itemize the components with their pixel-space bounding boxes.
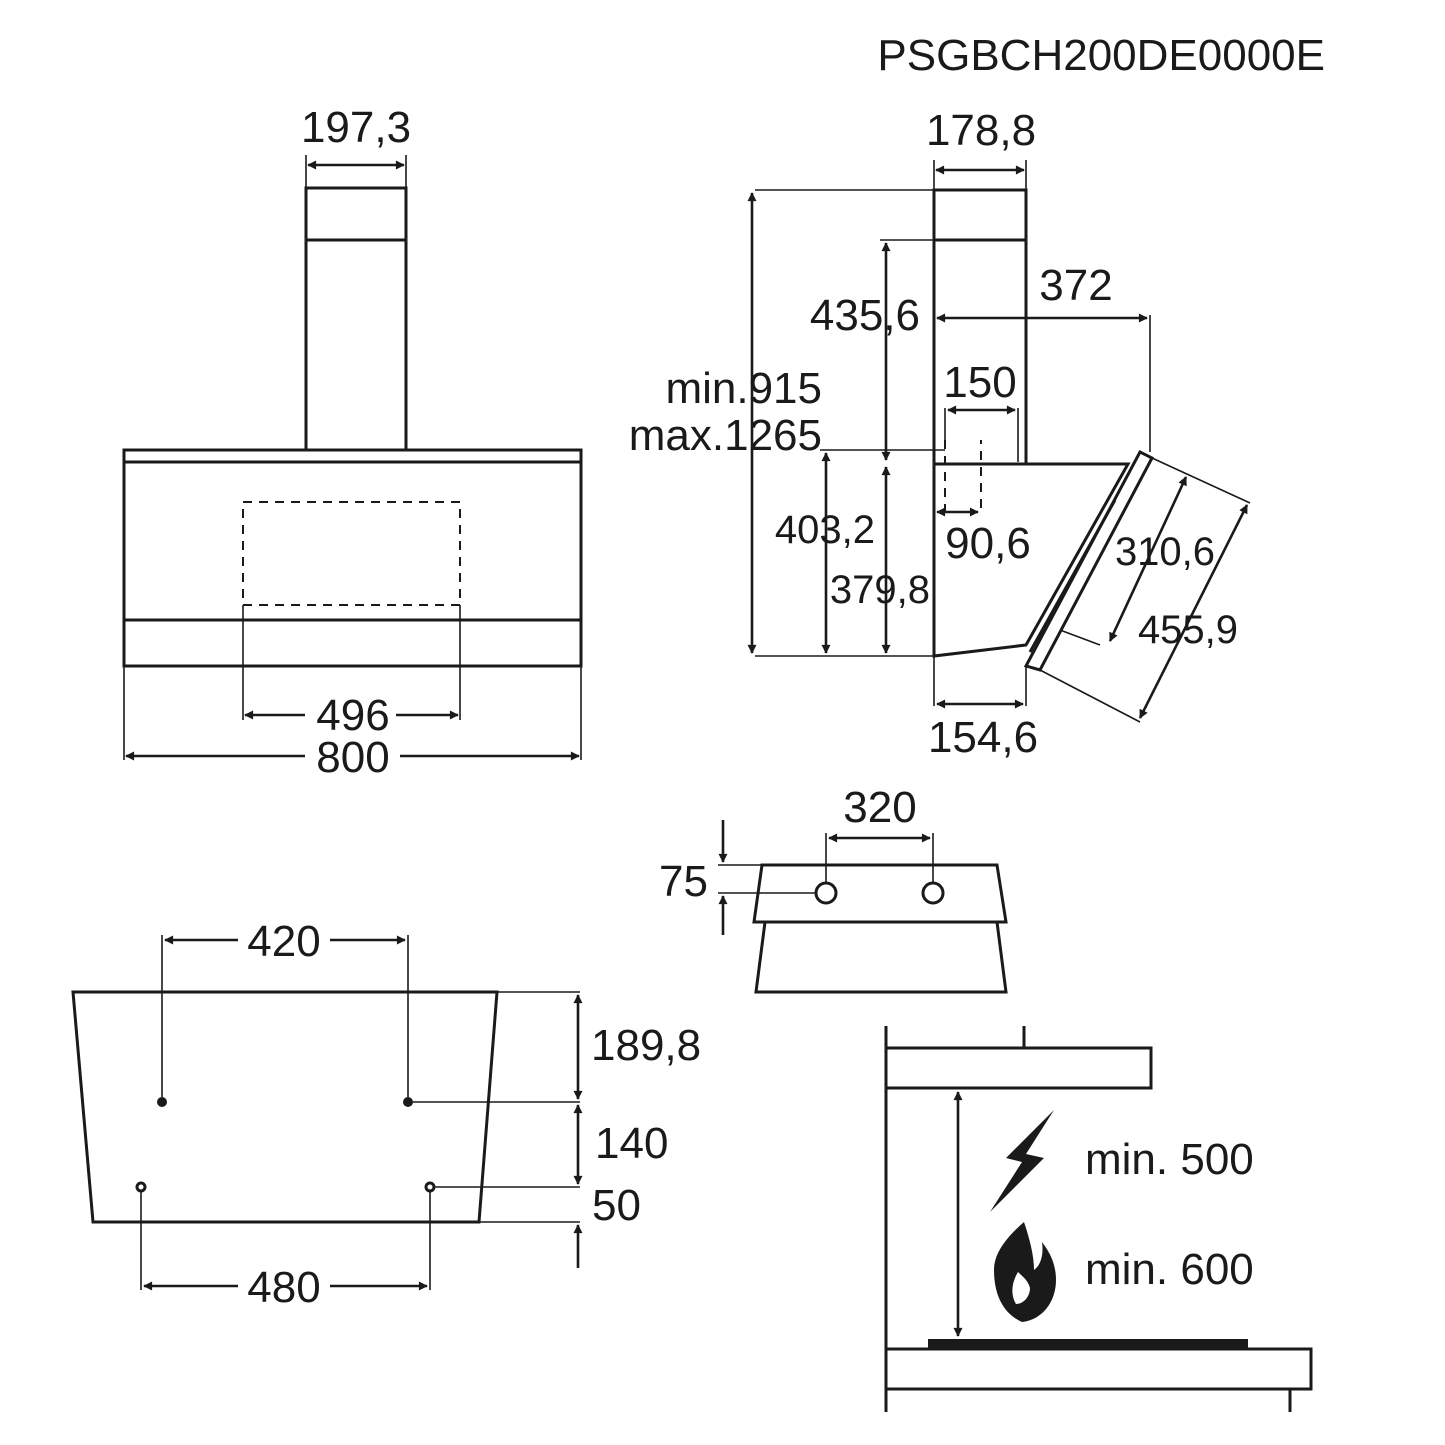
label-body-height: 379,8 [830, 568, 930, 612]
bracket-lower [754, 920, 1008, 994]
side-chimney [932, 188, 1028, 466]
clearance-hood [884, 1046, 1153, 1090]
hob [928, 1339, 1248, 1349]
label-electric-min: min. 500 [1085, 1135, 1254, 1184]
label-duct-width: 150 [943, 358, 1016, 407]
label-dist-top: 189,8 [591, 1021, 701, 1070]
label-top-holes: 420 [247, 917, 320, 966]
mount-hole-top-right [403, 1097, 413, 1107]
label-dist-middle: 140 [595, 1119, 668, 1168]
electric-icon [990, 1110, 1054, 1212]
front-hood-body [122, 448, 583, 668]
bracket-hole-right [921, 881, 945, 905]
label-hood-height: 403,2 [775, 508, 875, 552]
label-bracket-spacing: 320 [843, 783, 916, 832]
label-height-max: max.1265 [629, 411, 822, 460]
side-view: 178,8 min.915 max.1265 435,6 372 150 90,… [629, 106, 1251, 762]
gas-flame-icon [994, 1222, 1056, 1322]
label-total-width: 800 [316, 733, 389, 782]
label-chimney-depth: 178,8 [926, 106, 1036, 155]
label-duct-offset: 90,6 [945, 519, 1031, 568]
label-height-min: min.915 [665, 364, 822, 413]
label-glass-inner: 310,6 [1115, 530, 1215, 574]
model-code: PSGBCH200DE0000E [877, 31, 1325, 80]
bracket-view: 320 75 [659, 783, 1008, 994]
front-hidden-outline [242, 501, 461, 606]
bracket-upper [752, 863, 1008, 924]
side-duct-outline [944, 440, 982, 513]
mounting-view: 420 480 189,8 140 50 [71, 917, 701, 1312]
front-view: 197,3 496 800 [122, 103, 583, 782]
mount-hole-bottom-left [135, 1181, 147, 1193]
label-dist-bottom: 50 [592, 1181, 641, 1230]
label-projection: 372 [1039, 261, 1112, 310]
label-base-depth: 154,6 [928, 713, 1038, 762]
side-hood-body [932, 462, 1131, 658]
label-bottom-holes: 480 [247, 1263, 320, 1312]
label-gas-min: min. 600 [1085, 1245, 1254, 1294]
clearance-view: min. 500 min. 600 [884, 1026, 1313, 1412]
worktop [884, 1347, 1313, 1391]
label-chimney-height: 435,6 [810, 291, 920, 340]
bracket-hole-left [814, 881, 838, 905]
mount-hole-bottom-right [424, 1181, 436, 1193]
label-bracket-height: 75 [659, 857, 708, 906]
label-hole-spacing-496: 496 [316, 691, 389, 740]
mount-hole-top-left [157, 1097, 167, 1107]
front-chimney [304, 186, 408, 452]
label-glass-outer: 455,9 [1138, 608, 1238, 652]
label-chimney-width: 197,3 [301, 103, 411, 152]
